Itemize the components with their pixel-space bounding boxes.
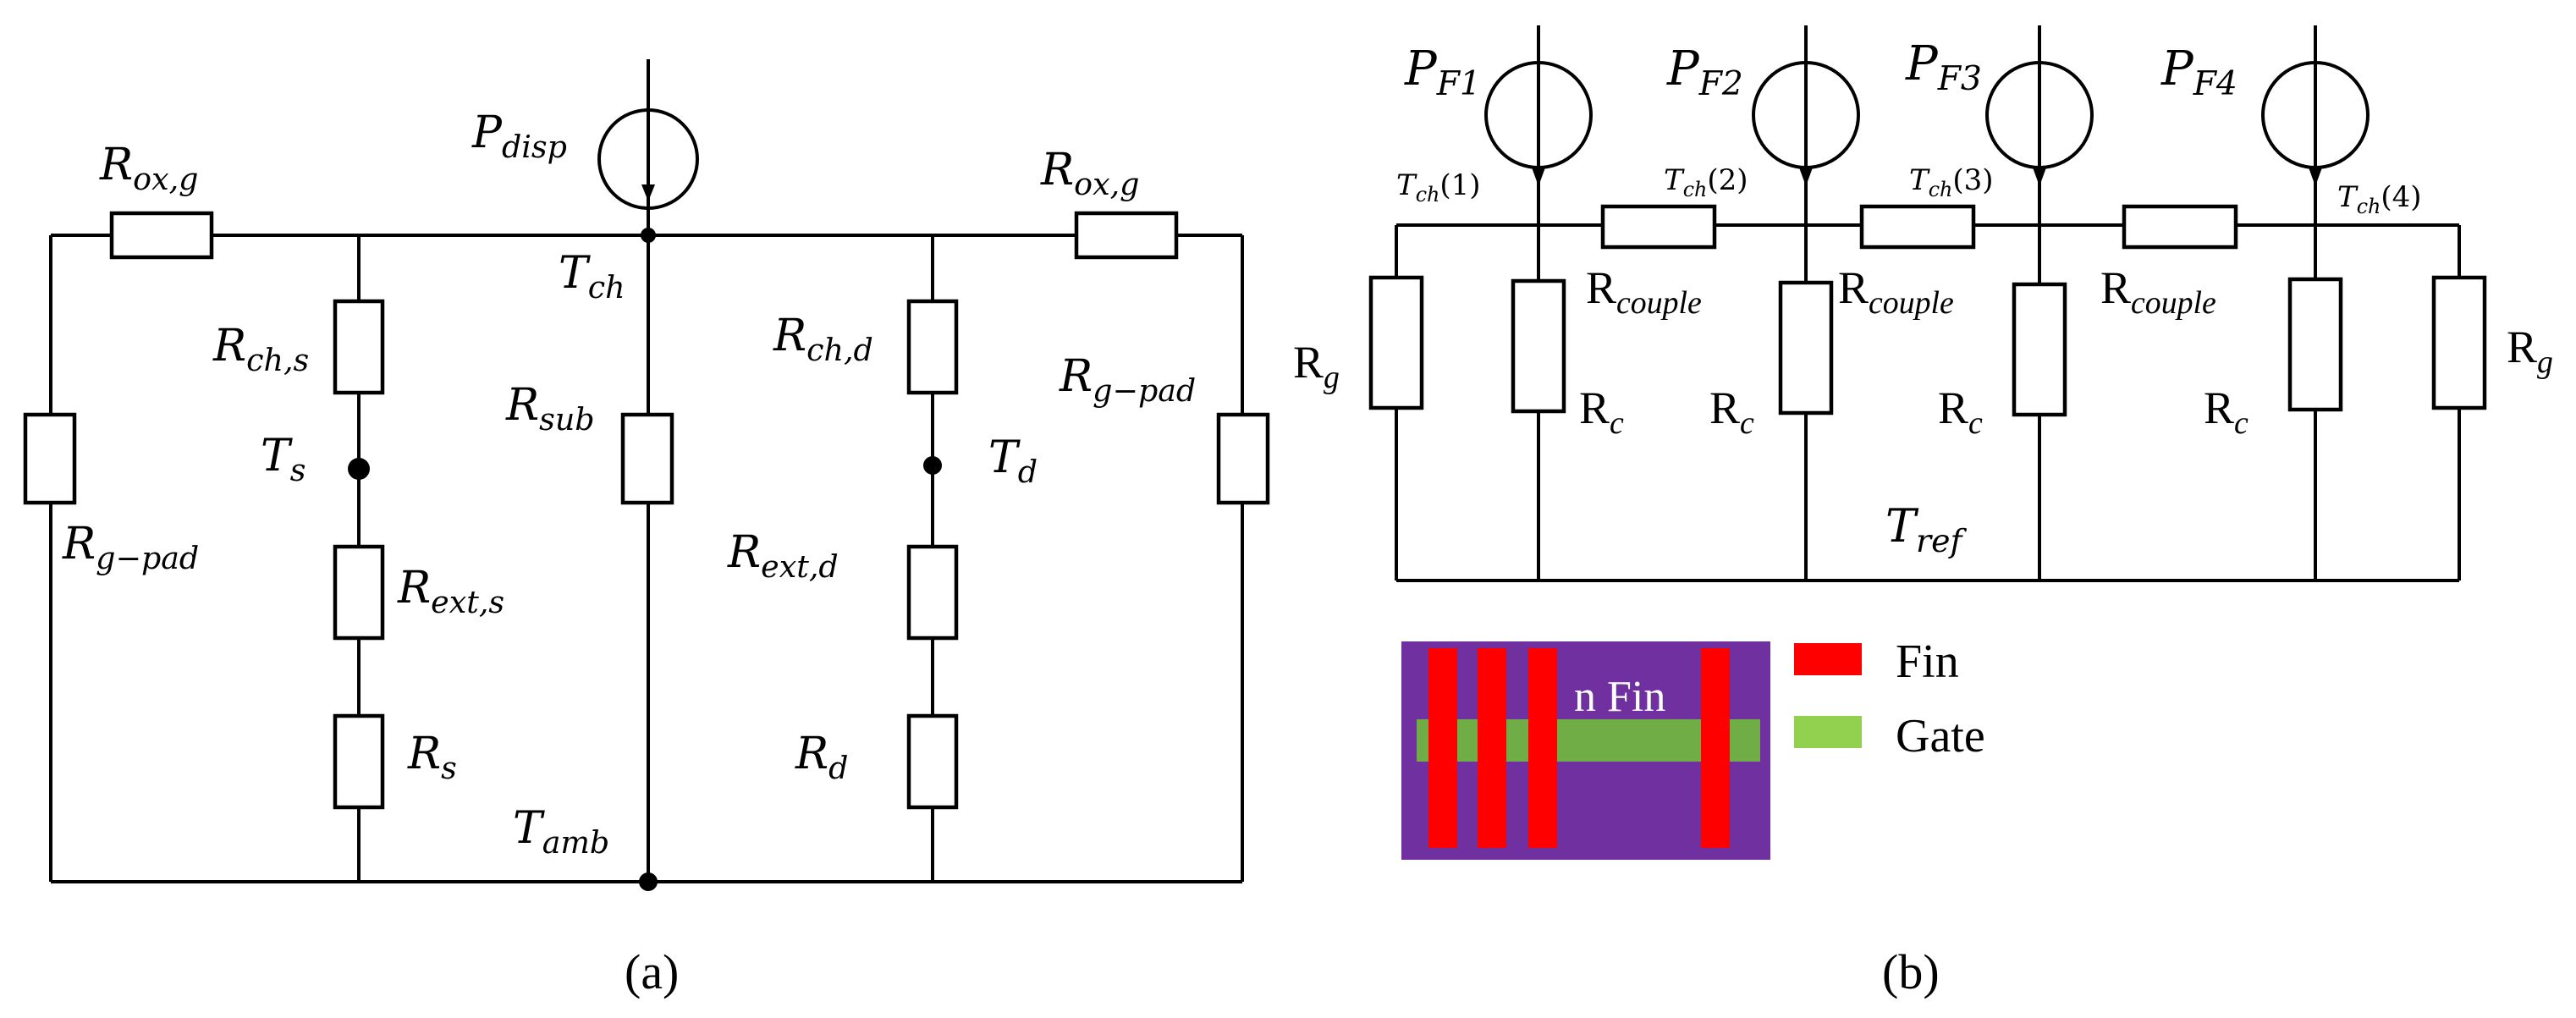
label-r-ext-s: Rext,s bbox=[397, 563, 504, 620]
label-p-disp: Pdisp bbox=[471, 107, 567, 165]
label-r-ch-d: Rch,d bbox=[773, 311, 873, 368]
caption-a: (a) bbox=[625, 944, 679, 999]
label-pf1: PF1 bbox=[1404, 41, 1481, 103]
resistor-rsub bbox=[620, 412, 674, 505]
label-rc-2: Rc bbox=[1709, 382, 1754, 441]
label-rc-4: Rc bbox=[2204, 382, 2248, 441]
resistor-rext-d bbox=[906, 544, 959, 641]
resistor-rs bbox=[333, 713, 385, 810]
source-arrow bbox=[1532, 168, 1545, 186]
resistor-rc-3 bbox=[2012, 282, 2067, 417]
label-r-g-pad-right: Rg−pad bbox=[1059, 351, 1196, 409]
resistor-rc-4 bbox=[2287, 277, 2343, 412]
resistor-rc-2 bbox=[1778, 280, 1834, 415]
label-rox-g-left: Rox,g bbox=[99, 140, 198, 197]
panel-a-thermal-network: Rox,g Rox,g Pdisp Tch Rch,s Ts Rext,s Rs… bbox=[23, 59, 1270, 999]
label-rc-3: Rc bbox=[1938, 382, 1983, 441]
label-r-ext-d: Rext,d bbox=[727, 527, 839, 585]
label-rg-left: Rg bbox=[1293, 337, 1340, 395]
node-td bbox=[923, 456, 942, 475]
source-arrow bbox=[641, 184, 655, 201]
label-t-ch: Tch bbox=[559, 248, 625, 305]
inset-n-fin-text: n Fin bbox=[1574, 673, 1665, 721]
label-tch-1: Tch(1) bbox=[1396, 168, 1481, 206]
legend-fin-label: Fin bbox=[1896, 636, 1959, 688]
resistor-rg-left bbox=[1368, 275, 1424, 410]
label-r-ch-s: Rch,s bbox=[212, 321, 309, 378]
resistor-rc-1 bbox=[1511, 278, 1566, 414]
label-r-couple-2: Rcouple bbox=[1838, 262, 1954, 321]
label-r-couple-3: Rcouple bbox=[2100, 262, 2216, 321]
label-pf3: PF3 bbox=[1905, 36, 1982, 98]
label-r-g-pad-left: Rg−pad bbox=[62, 519, 199, 576]
label-t-amb: Tamb bbox=[513, 803, 609, 861]
label-t-d: Td bbox=[988, 432, 1038, 490]
legend-gate-swatch bbox=[1794, 716, 1862, 748]
source-arrow bbox=[2033, 168, 2046, 186]
fin-bar bbox=[1528, 648, 1557, 848]
fin-bar bbox=[1478, 648, 1506, 848]
label-rox-g-right: Rox,g bbox=[1040, 145, 1139, 202]
legend-fin-swatch bbox=[1794, 643, 1862, 675]
label-t-ref: Tref bbox=[1885, 499, 1967, 559]
node-tamb bbox=[639, 872, 658, 891]
resistor-r-couple-3 bbox=[2122, 204, 2238, 250]
label-r-s: Rs bbox=[407, 729, 457, 786]
resistor-rch-s bbox=[333, 299, 385, 395]
label-pf2: PF2 bbox=[1666, 41, 1743, 103]
source-arrow bbox=[2309, 168, 2322, 186]
resistor-rch-d bbox=[906, 299, 959, 395]
label-tch-4: Tch(4) bbox=[2337, 180, 2422, 218]
label-rc-1: Rc bbox=[1579, 382, 1624, 441]
resistor-rox-g-right bbox=[1074, 211, 1179, 260]
node-tch bbox=[641, 228, 656, 243]
resistor-rg-right bbox=[2431, 275, 2487, 410]
resistor-rext-s bbox=[333, 544, 385, 641]
resistor-rd bbox=[906, 713, 959, 810]
label-r-sub: Rsub bbox=[505, 380, 595, 437]
fin-bar bbox=[1701, 648, 1730, 848]
label-tch-3: Tch(3) bbox=[1909, 163, 1994, 201]
label-pf4: PF4 bbox=[2160, 41, 2237, 103]
resistor-r-couple-1 bbox=[1600, 204, 1717, 250]
caption-b: (b) bbox=[1882, 944, 1940, 999]
panel-b-fin-network: PF1 PF2 PF3 PF4 Tch(1) Tch(2) Tch(3) Tch… bbox=[1293, 25, 2553, 999]
resistor-rg-pad-right bbox=[1216, 412, 1270, 505]
resistor-rox-g-left bbox=[109, 211, 214, 260]
resistor-r-couple-2 bbox=[1859, 204, 1976, 250]
label-tch-2: Tch(2) bbox=[1664, 163, 1748, 201]
label-r-d: Rd bbox=[795, 729, 848, 786]
current-source-p-disp bbox=[597, 108, 699, 210]
label-r-couple-1: Rcouple bbox=[1586, 262, 1702, 321]
resistor-rg-pad-left bbox=[23, 412, 77, 505]
fin-bar bbox=[1428, 648, 1457, 848]
source-arrow bbox=[1799, 168, 1813, 186]
fin-gate-inset: n Fin bbox=[1401, 641, 1770, 860]
label-rg-right: Rg bbox=[2507, 322, 2553, 380]
label-t-s: Ts bbox=[261, 431, 305, 488]
legend-gate-label: Gate bbox=[1896, 710, 1985, 762]
node-ts bbox=[348, 458, 370, 480]
